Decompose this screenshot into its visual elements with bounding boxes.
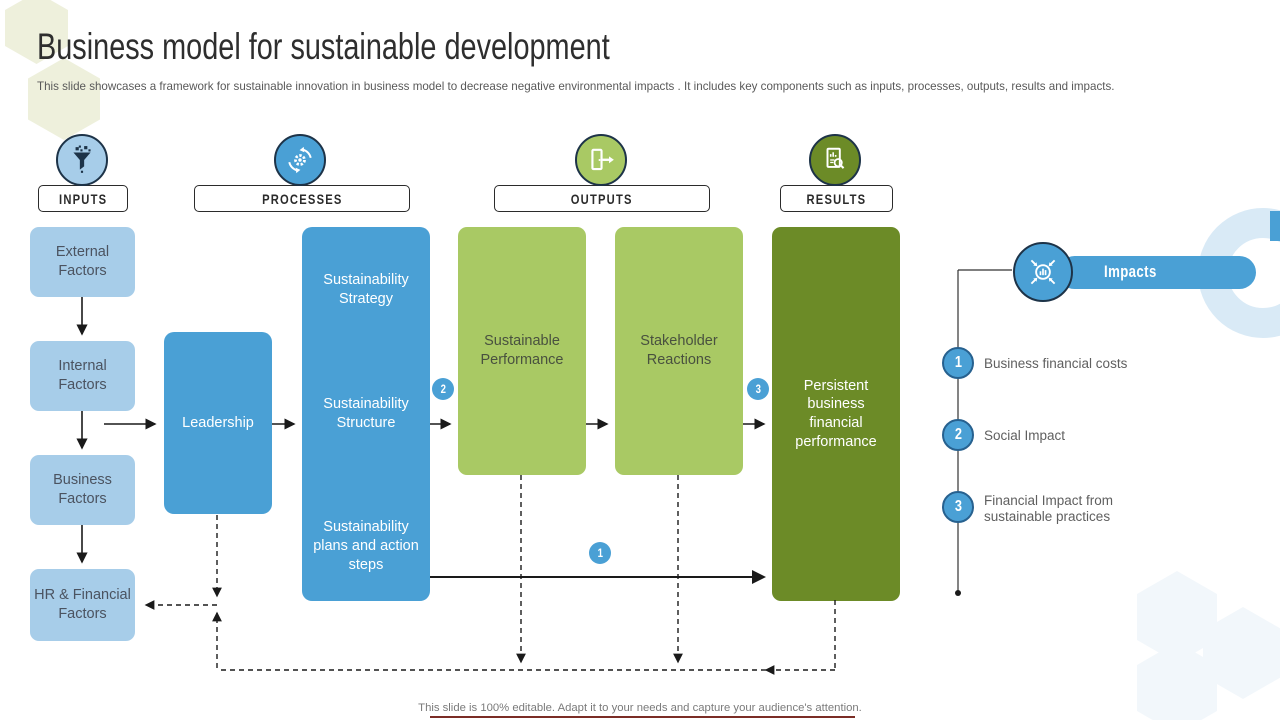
- decor-blue-square: [1270, 211, 1280, 241]
- impact-item-3-number: 3: [942, 491, 974, 523]
- decor-hexagon-top-left-2: [28, 58, 100, 140]
- impact-item-3-label: Financial Impact from sustainable practi…: [984, 493, 1114, 524]
- flow-badge-2-label: 2: [440, 382, 446, 396]
- column-header-processes: PROCESSES: [194, 185, 410, 212]
- box-business-factors: Business Factors: [30, 455, 135, 525]
- column-header-results: RESULTS: [780, 185, 893, 212]
- box-stakeholder-reactions-label: Stakeholder Reactions: [640, 333, 718, 368]
- column-header-outputs-label: OUTPUTS: [571, 190, 633, 207]
- box-internal-factors-label: Internal Factors: [58, 358, 107, 393]
- box-sustainable-performance-label: Sustainable Performance: [480, 333, 564, 368]
- column-header-results-label: RESULTS: [806, 190, 867, 207]
- process-item-strategy: Sustainability Strategy: [323, 272, 409, 307]
- impact-item-1-label: Business financial costs: [984, 356, 1128, 371]
- box-business-factors-label: Business Factors: [53, 472, 112, 507]
- impacts-header-pill: Impacts: [1058, 256, 1256, 289]
- exit-door-icon: [591, 148, 614, 171]
- column-header-processes-label: PROCESSES: [261, 190, 343, 207]
- outputs-icon-circle: [575, 134, 627, 186]
- box-stakeholder-reactions: Stakeholder Reactions: [615, 227, 743, 475]
- inputs-icon-circle: [56, 134, 108, 186]
- process-item-plans: Sustainability plans and action steps: [313, 519, 419, 574]
- impacts-line-end-dot: [955, 590, 961, 596]
- flow-badge-3-label: 3: [755, 382, 761, 396]
- box-hr-financial-factors-label: HR & Financial Factors: [34, 587, 131, 622]
- box-external-factors: External Factors: [30, 227, 135, 297]
- flow-badge-1: 1: [589, 542, 611, 564]
- impact-item-3-num-label: 3: [954, 498, 962, 515]
- footer-note: This slide is 100% editable. Adapt it to…: [418, 702, 862, 714]
- flow-badge-3: 3: [747, 378, 769, 400]
- flow-badge-2: 2: [432, 378, 454, 400]
- processes-icon-circle: [274, 134, 326, 186]
- flow-badge-1-label: 1: [597, 546, 603, 560]
- impacts-header-label: Impacts: [1104, 263, 1157, 281]
- box-external-factors-label: External Factors: [55, 244, 110, 279]
- process-item-structure: Sustainability Structure: [323, 395, 409, 431]
- box-sustainability-processes: Sustainability Strategy Sustainability S…: [302, 227, 430, 601]
- gears-cycle-icon: [288, 146, 312, 174]
- impact-item-2-num-label: 2: [954, 426, 962, 443]
- box-leadership-label: Leadership: [182, 414, 254, 431]
- impact-item-2-number: 2: [942, 419, 974, 451]
- impact-item-1-num-label: 1: [954, 354, 962, 371]
- column-header-inputs: INPUTS: [38, 185, 128, 212]
- box-hr-financial-factors: HR & Financial Factors: [30, 569, 135, 641]
- box-persistent-performance: Persistent business financial performanc…: [772, 227, 900, 601]
- box-persistent-performance-label: Persistent business financial performanc…: [795, 377, 877, 450]
- report-analysis-icon: [826, 147, 845, 169]
- footer-accent-rule: [430, 716, 855, 719]
- page-title: Business model for sustainable developme…: [37, 26, 610, 67]
- results-icon-circle: [809, 134, 861, 186]
- converging-arrows-chart-icon: [1030, 259, 1056, 285]
- funnel-icon: [73, 145, 91, 173]
- impact-item-1-number: 1: [942, 347, 974, 379]
- box-internal-factors: Internal Factors: [30, 341, 135, 411]
- box-leadership: Leadership: [164, 332, 272, 514]
- page-subtitle: This slide showcases a framework for sus…: [37, 80, 1115, 93]
- box-sustainable-performance: Sustainable Performance: [458, 227, 586, 475]
- column-header-outputs: OUTPUTS: [494, 185, 710, 212]
- impacts-icon-circle: [1013, 242, 1073, 302]
- column-header-inputs-label: INPUTS: [58, 190, 108, 207]
- impact-item-2-label: Social Impact: [984, 428, 1066, 443]
